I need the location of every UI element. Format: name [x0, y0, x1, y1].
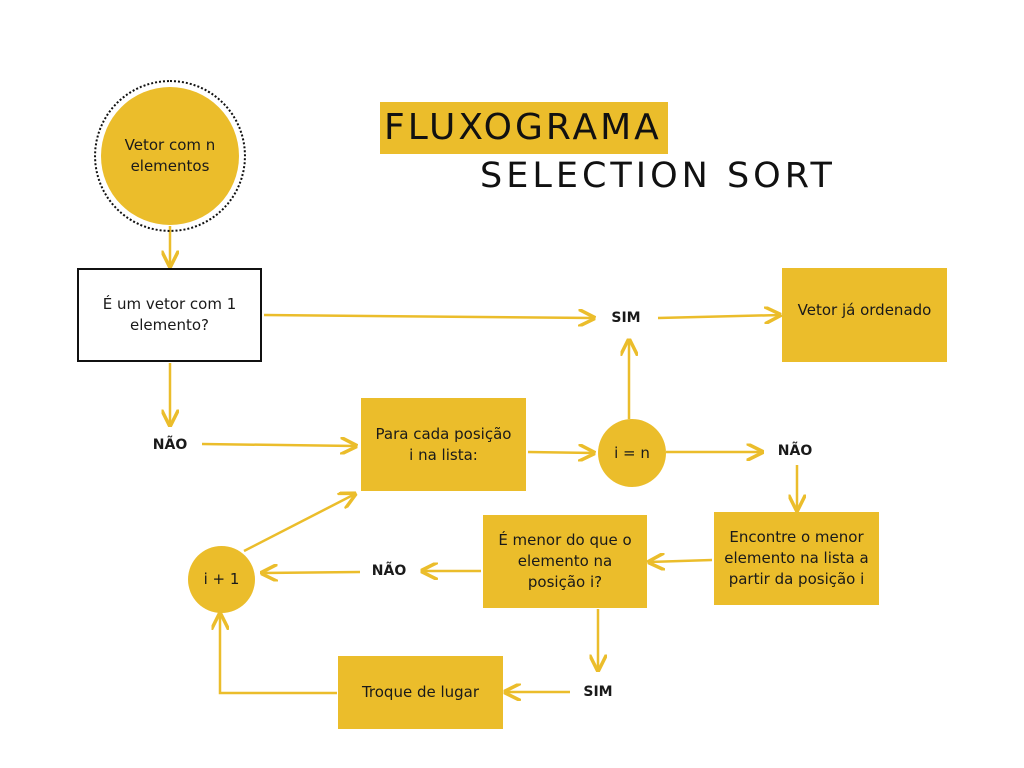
start-node-text: Vetor com n elementos	[124, 136, 216, 175]
is-smaller-node: É menor do que o elemento na posição i?	[483, 515, 647, 608]
sorted-node-text: Vetor já ordenado	[797, 301, 932, 319]
decision-single-element: É um vetor com 1 elemento?	[77, 268, 262, 362]
edge-nao-to-increment	[262, 572, 361, 573]
swap-node-text: Troque de lugar	[361, 683, 480, 701]
diagram-subtitle: SELECTION SORT	[480, 156, 836, 196]
decision-single-element-text: É um vetor com 1 elemento?	[102, 295, 237, 334]
for-each-node: Para cada posição i na lista:	[361, 398, 526, 491]
start-node: Vetor com n elementos	[101, 87, 239, 225]
label-sim-top: SIM	[611, 310, 641, 326]
increment-node-text: i + 1	[203, 570, 240, 588]
label-sim-bottom: SIM	[583, 684, 613, 700]
diagram-title: FLUXOGRAMA	[380, 102, 668, 154]
edge-findmin-to-issmaller	[649, 560, 713, 562]
for-each-node-text: Para cada posição i na lista:	[375, 424, 512, 464]
label-nao-right: NÃO	[777, 443, 813, 459]
edge-check-to-sim	[263, 315, 594, 318]
increment-node: i + 1	[188, 546, 255, 613]
edge-foreach-to-ieqn	[527, 452, 594, 453]
i-equals-n-node: i = n	[598, 419, 666, 487]
is-smaller-node-text: É menor do que o elemento na posição i?	[498, 531, 632, 591]
i-equals-n-text: i = n	[614, 443, 650, 462]
swap-node: Troque de lugar	[338, 656, 503, 729]
sorted-node: Vetor já ordenado	[782, 268, 947, 362]
find-min-node-text: Encontre o menor elemento na lista a par…	[724, 528, 869, 588]
label-nao-middle: NÃO	[371, 563, 407, 579]
start-ring	[94, 80, 246, 232]
label-nao-left: NÃO	[152, 437, 188, 453]
edge-swap-to-increment	[220, 614, 337, 695]
find-min-node: Encontre o menor elemento na lista a par…	[714, 512, 879, 605]
edge-nao-to-foreach	[201, 444, 356, 446]
edge-sim-to-sorted	[657, 315, 780, 318]
edge-increment-to-foreach	[243, 494, 355, 553]
